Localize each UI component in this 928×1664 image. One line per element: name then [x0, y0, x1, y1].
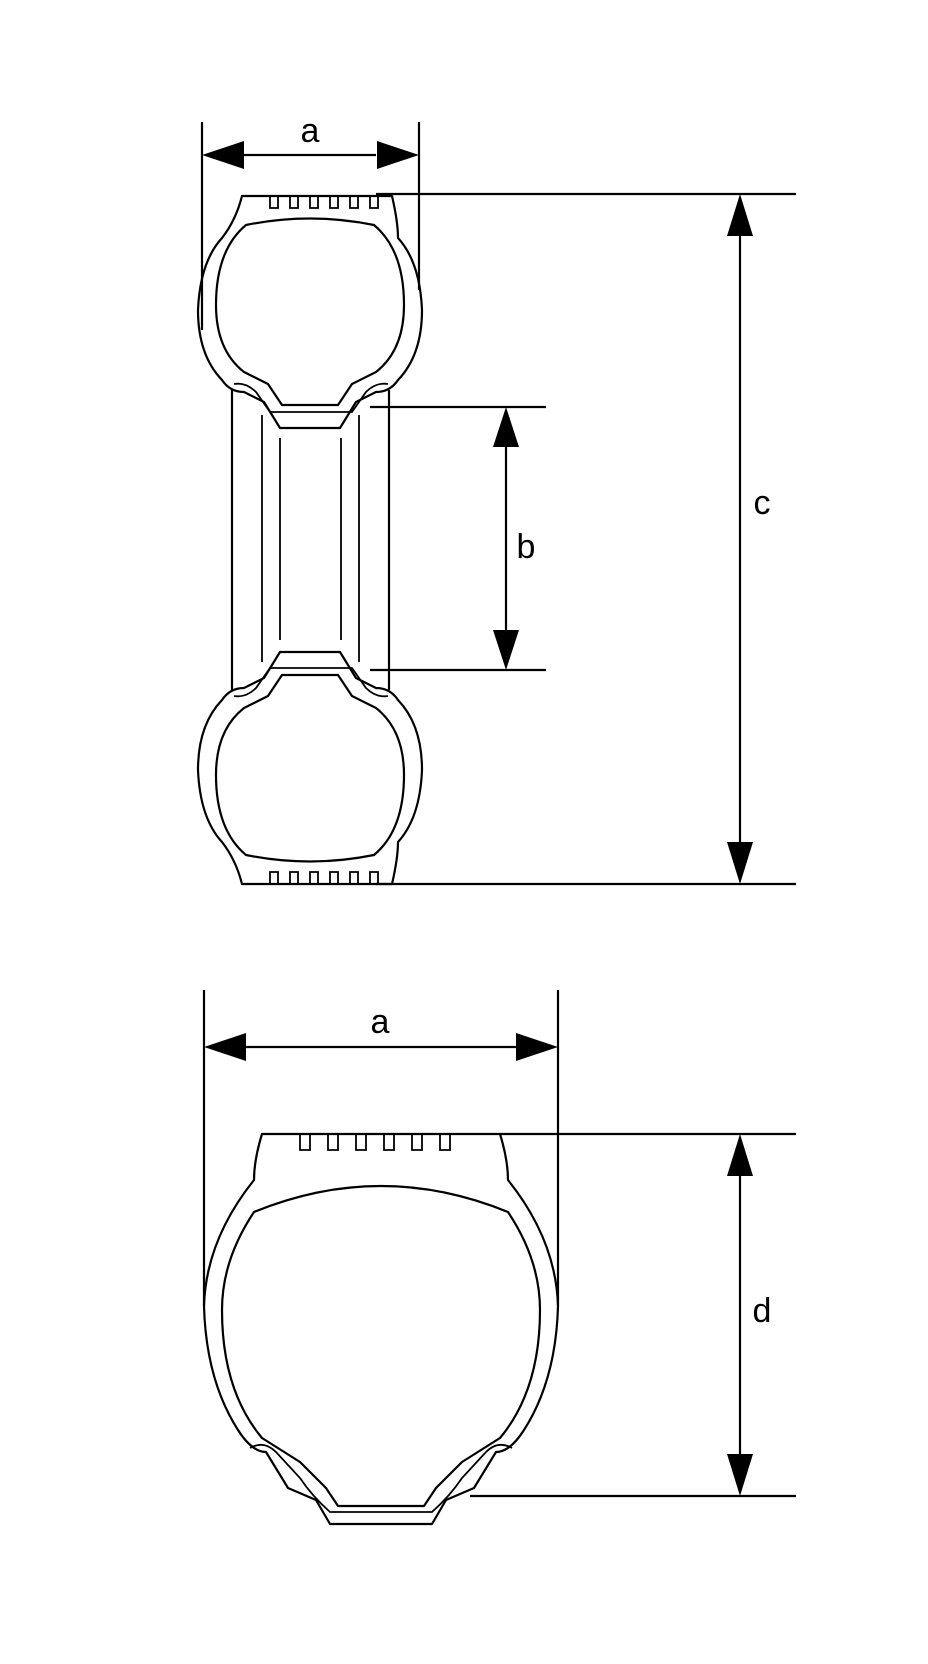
label-d: d — [753, 1292, 772, 1330]
dimension-a-bottom — [202, 990, 560, 1306]
tire-cross-section — [202, 990, 796, 1526]
label-a-bottom: a — [371, 1003, 390, 1041]
tire-side-section — [196, 122, 796, 886]
rim — [230, 390, 391, 690]
lower-tire-section — [196, 650, 424, 886]
label-a-top: a — [301, 112, 320, 150]
upper-tire-section — [196, 194, 424, 430]
dimension-d — [470, 1132, 796, 1498]
dimension-a-top — [200, 122, 421, 330]
label-b: b — [517, 528, 536, 566]
dimension-c — [376, 192, 796, 886]
label-c: c — [754, 484, 771, 522]
dimension-b — [370, 405, 546, 672]
